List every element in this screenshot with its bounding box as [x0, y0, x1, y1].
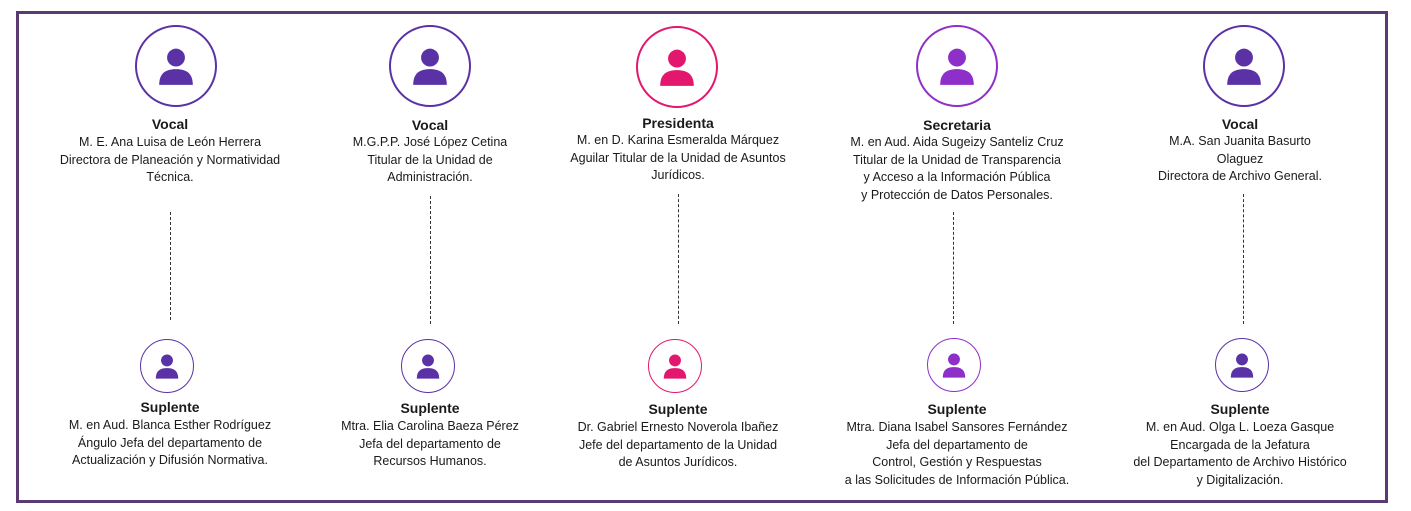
suplente-role: Suplente	[140, 399, 200, 415]
user-icon	[1230, 353, 1254, 378]
suplente-role: Suplente	[648, 401, 708, 417]
connector-line	[1243, 194, 1244, 324]
suplente-avatar	[927, 338, 981, 392]
user-icon	[940, 48, 974, 85]
connector-line	[430, 196, 431, 324]
user-icon	[663, 354, 687, 379]
member-description: M. en Aud. Aida Sugeizy Santeliz Cruz Ti…	[850, 135, 1064, 202]
suplente-avatar	[1215, 338, 1269, 392]
suplente-avatar	[648, 339, 702, 393]
user-icon	[660, 49, 694, 86]
suplente-description: Mtra. Elia Carolina Baeza Pérez Jefa del…	[341, 419, 519, 468]
member-description: M.G.P.P. José López Cetina Titular de la…	[352, 135, 508, 184]
member-role: Vocal	[411, 117, 449, 133]
suplente-description: M. en Aud. Olga L. Loeza Gasque Encargad…	[1133, 420, 1347, 487]
suplente-avatar	[140, 339, 194, 393]
user-icon	[413, 48, 447, 85]
connector-line	[170, 212, 171, 320]
user-icon	[942, 353, 966, 378]
member-avatar	[636, 26, 718, 108]
suplente-avatar	[401, 339, 455, 393]
suplente-description: Mtra. Diana Isabel Sansores Fernández Je…	[844, 420, 1070, 487]
member-description: M. E. Ana Luisa de León Herrera Director…	[59, 135, 281, 184]
user-icon	[159, 48, 193, 85]
member-role: Presidenta	[642, 115, 714, 131]
suplente-role: Suplente	[927, 401, 987, 417]
connector-line	[953, 212, 954, 324]
suplente-description: Dr. Gabriel Ernesto Noverola Ibañez Jefe…	[577, 420, 779, 469]
suplente-role: Suplente	[400, 400, 460, 416]
user-icon	[416, 354, 440, 379]
user-icon	[1227, 48, 1261, 85]
suplente-description: M. en Aud. Blanca Esther Rodríguez Ángul…	[68, 418, 272, 467]
member-avatar	[1203, 25, 1285, 107]
member-avatar	[389, 25, 471, 107]
member-description: M.A. San Juanita Basurto Olaguez Directo…	[1158, 134, 1322, 183]
suplente-role: Suplente	[1210, 401, 1270, 417]
member-avatar	[135, 25, 217, 107]
member-role: Secretaria	[923, 117, 991, 133]
user-icon	[155, 354, 179, 379]
member-avatar	[916, 25, 998, 107]
connector-line	[678, 194, 679, 324]
member-role: Vocal	[151, 116, 189, 132]
member-description: M. en D. Karina Esmeralda Márquez Aguila…	[570, 133, 786, 182]
member-role: Vocal	[1221, 116, 1259, 132]
